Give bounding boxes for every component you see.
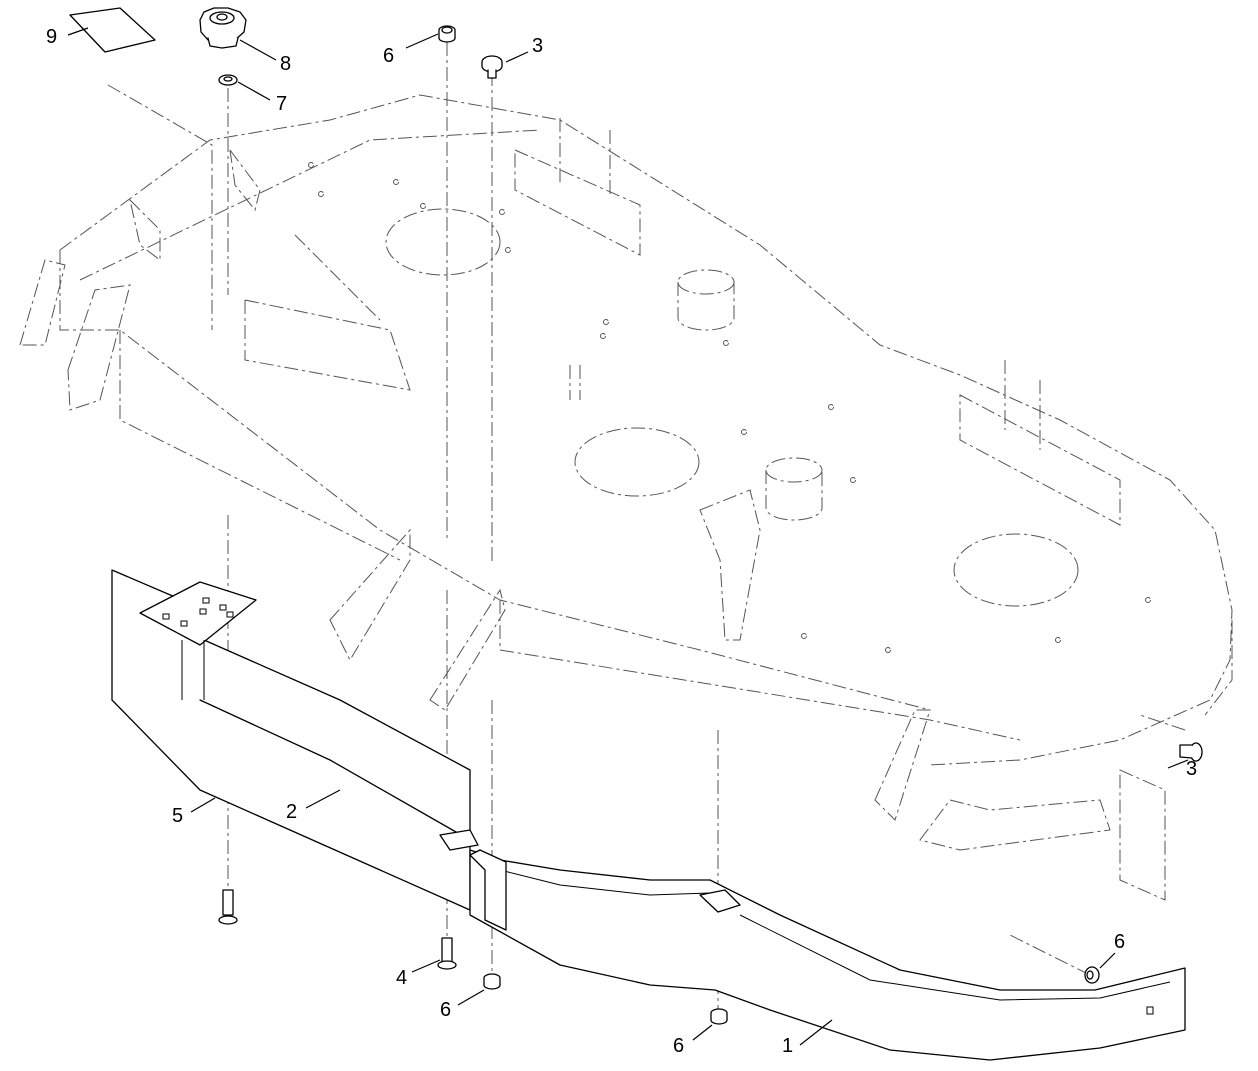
callout-item-4: 4 xyxy=(396,967,407,989)
callout-labels: 9 8 7 6 3 3 5 2 4 6 6 1 6 xyxy=(46,26,1197,1057)
callout-item-2: 2 xyxy=(286,801,297,823)
flange-nut-bottom xyxy=(710,1008,728,1025)
callout-item-8: 8 xyxy=(280,53,291,75)
assembly-center-lines xyxy=(107,42,1186,1010)
flange-nut-mid xyxy=(483,973,501,990)
pin-right xyxy=(1179,742,1203,762)
callout-item-1: 1 xyxy=(782,1035,793,1057)
callout-item-9: 9 xyxy=(46,26,57,48)
pin-top xyxy=(481,55,503,79)
callout-item-6-top: 6 xyxy=(383,45,394,67)
baffle-left xyxy=(111,569,471,911)
baffle-right xyxy=(439,829,1186,1061)
decal xyxy=(69,7,156,53)
callout-item-3-top: 3 xyxy=(532,35,543,57)
knob xyxy=(199,7,247,49)
callout-item-7: 7 xyxy=(276,93,287,115)
callout-item-3-right: 3 xyxy=(1186,758,1197,780)
bolt-4 xyxy=(437,937,457,970)
callout-item-6-mid: 6 xyxy=(440,999,451,1021)
mower-deck-phantom xyxy=(19,94,1233,901)
callout-item-5: 5 xyxy=(172,805,183,827)
leader-lines xyxy=(67,27,1189,1046)
washer xyxy=(218,74,238,86)
callout-item-6-bottom: 6 xyxy=(673,1035,684,1057)
flange-nut-right xyxy=(1084,966,1100,984)
flange-nut-top xyxy=(438,25,456,43)
bolt-5 xyxy=(218,889,238,925)
callout-item-6-right: 6 xyxy=(1114,931,1125,953)
